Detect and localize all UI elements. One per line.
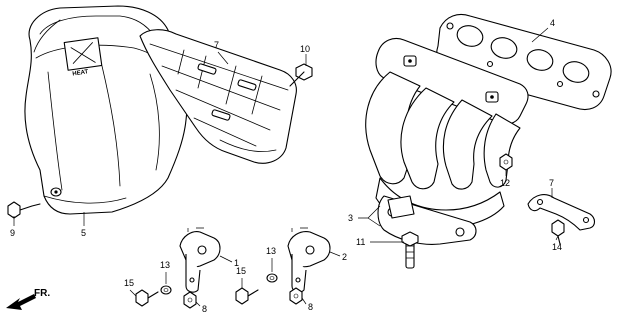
callout-9: 9 — [10, 228, 15, 238]
callout-13a: 13 — [160, 260, 170, 270]
bracket-2 — [287, 231, 331, 293]
nut-8b — [289, 287, 303, 305]
heat-shield-logo-text: HEAT — [72, 69, 89, 77]
callout-15a: 15 — [124, 278, 134, 288]
callout-12: 12 — [500, 178, 510, 188]
exhaust-manifold — [365, 37, 529, 245]
callout-15b: 15 — [236, 266, 246, 276]
leader-lines — [13, 27, 559, 307]
front-direction-label: FR. — [34, 288, 50, 299]
callout-8b: 8 — [308, 302, 313, 312]
callout-labels: 7 10 9 5 4 12 7 14 3 11 1 2 13 13 8 8 15… — [10, 18, 562, 314]
arrow-front-left-icon — [6, 294, 36, 310]
callout-2: 2 — [342, 252, 347, 262]
callout-3: 3 — [348, 213, 353, 223]
callout-14: 14 — [552, 242, 562, 252]
bolt-10 — [289, 63, 313, 87]
stud-11 — [401, 231, 419, 269]
bolt-15a — [135, 289, 159, 307]
bracket-7 — [527, 194, 596, 231]
callout-1: 1 — [234, 258, 239, 268]
callout-6: 7 — [214, 40, 219, 50]
nut-8a — [183, 291, 197, 309]
bolt-14 — [551, 219, 565, 245]
gasket-3 — [387, 195, 415, 219]
callout-7: 7 — [549, 178, 554, 188]
exhaust-manifold-gasket — [436, 13, 612, 111]
bolt-15b — [235, 287, 259, 305]
callout-10: 10 — [300, 44, 310, 54]
exhaust-manifold-upper-cover — [139, 29, 297, 164]
washer-13b — [266, 273, 278, 283]
exhaust-manifold-heat-shield: HEAT — [24, 5, 188, 215]
washer-13a — [160, 285, 172, 295]
bolt-9 — [7, 201, 41, 219]
heat-shield-logo: HEAT — [63, 37, 103, 77]
callout-4: 4 — [550, 18, 555, 28]
callout-5: 5 — [81, 228, 86, 238]
callout-13b: 13 — [266, 246, 276, 256]
callout-8a: 8 — [202, 304, 207, 314]
callout-11: 11 — [356, 237, 365, 247]
bracket-1 — [179, 231, 221, 293]
nut-12 — [499, 153, 513, 171]
front-direction-indicator: FR. — [6, 288, 50, 310]
